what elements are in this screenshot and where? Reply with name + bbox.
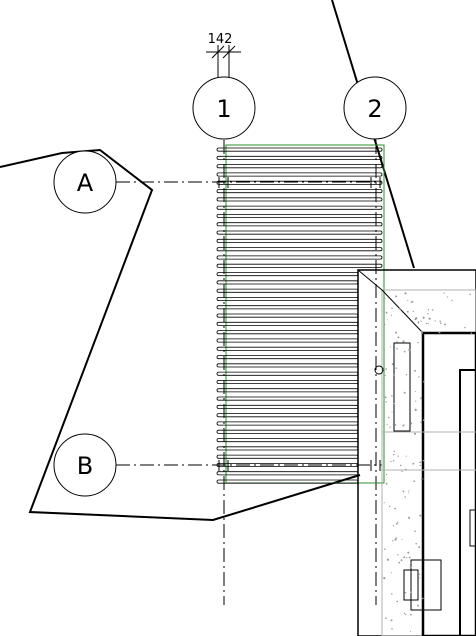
grid-label-b: B [77,452,93,480]
window-left-upper [393,342,411,432]
deck-slat [216,321,359,326]
window-right-upper [469,509,476,547]
deck-slat [216,421,359,426]
deck-slat [216,238,383,243]
grid-anchors [218,177,381,471]
deck-slat [216,189,383,194]
grid-bubble-b: B [53,433,117,497]
deck-slat [216,471,359,476]
deck-slat [216,404,359,409]
building-inner-wall [421,331,476,636]
building-core-wall [459,369,476,636]
deck-slat [216,272,359,277]
grid-label-a: A [77,169,94,197]
deck-slat [216,263,383,268]
deck-slat [216,213,383,218]
deck-slat [216,438,359,443]
deck-slat [216,396,359,401]
deck-slat [216,429,359,434]
grid-label-1: 1 [216,95,231,123]
grid-bubble-1: 1 [192,76,256,140]
deck-slat [216,413,359,418]
dimension-label: 142 [208,32,233,47]
deck-slat [216,197,383,202]
building-outer-wall [357,269,476,636]
grid-label-2: 2 [367,95,382,123]
deck-slats [216,147,383,484]
site-boundary-line [0,148,361,522]
deck-slat [216,338,359,343]
deck-slat [216,296,359,301]
dimension-marker [206,45,241,78]
deck-slat [216,379,359,384]
deck-slat [216,164,383,169]
deck-slat [216,222,383,227]
deck-slat [216,147,383,152]
deck-slat [216,330,359,335]
deck-slat [216,230,383,235]
deck-slat [216,355,359,360]
deck-slat [216,454,359,459]
deck-slat [216,180,383,185]
deck-slat [216,172,383,177]
concrete-hatch [383,292,473,633]
deck-slat [216,288,359,293]
deck-slat [216,205,383,210]
deck-slat [216,388,359,393]
grid-bubble-a: A [53,150,117,214]
deck-slat [216,247,383,252]
wall-hatch-band [381,289,476,636]
deck-slat [216,371,359,376]
deck-slat [216,255,383,260]
deck-slat [216,346,359,351]
grid-bubble-2: 2 [343,76,407,140]
column-marker [410,559,442,611]
deck-slat [216,446,359,451]
deck-slat [216,280,359,285]
deck-slat [216,313,359,318]
deck-slat [216,363,359,368]
small-circle-marker [374,365,384,375]
building-wall [357,269,476,636]
deck-slat [216,155,383,160]
deck-slat [216,305,359,310]
